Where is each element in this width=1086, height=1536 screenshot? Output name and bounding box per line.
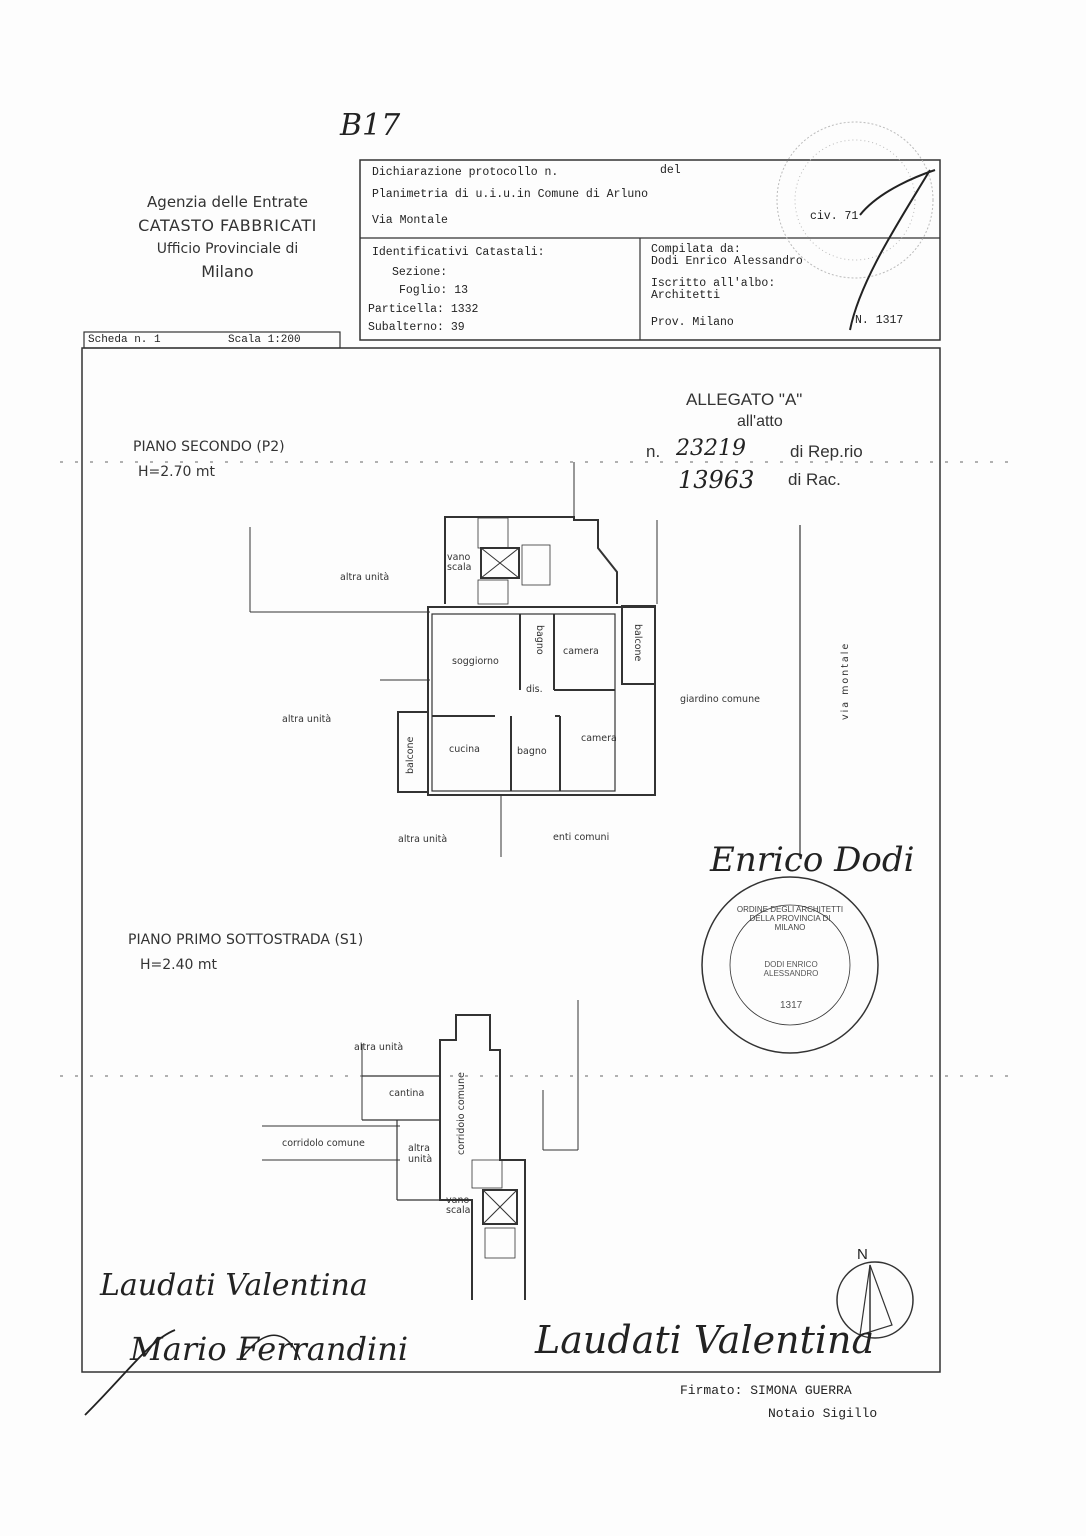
allegato-atto: all'atto [737,413,783,430]
signature-1: Laudati Valentina [100,1268,368,1303]
registered-value: Architetti [651,289,721,302]
footer-signed: Firmato: SIMONA GUERRA [680,1383,852,1398]
floor-p2-title: PIANO SECONDO (P2) [133,439,285,455]
label-disimpegno: dis. [526,684,543,695]
street: Via Montale [372,214,448,227]
label-camera: camera [563,646,599,657]
label-corridoio-comune: corridolo comune [282,1138,365,1149]
notary-stamp [776,121,934,279]
registration-number: N. 1317 [855,314,904,327]
label-altra-unita: altra unità [340,572,390,583]
label-altra-unita: altra unità [398,834,448,845]
rac-number: 13963 [678,466,755,494]
floor-s1-height: H=2.40 mt [140,957,218,973]
plan-description: Planimetria di u.i.u.in Comune di Arluno [372,188,649,201]
signature-3: Laudati Valentina [535,1318,875,1362]
rep-prefix: n. [646,442,661,461]
floor-s1-title: PIANO PRIMO SOTTOSTRADA (S1) [128,932,364,948]
label-altra-unita: altra unità [354,1042,404,1053]
rac-suffix: di Rac. [788,470,841,489]
foglio: Foglio: 13 [399,284,469,297]
agency-city: Milano [201,262,254,281]
main-frame [81,347,941,1373]
label-soggiorno: soggiorno [452,656,499,667]
label-via-montale: via montale [840,641,851,720]
sheet-number: Scheda n. 1 [88,334,161,346]
compiled-name: Dodi Enrico Alessandro [651,255,803,268]
agency-name: Agenzia delle Entrate [147,193,308,211]
label-corridoio-comune: corridoio comune [456,1072,467,1155]
ids-title: Identificativi Catastali: [372,246,545,259]
registered-label: Iscritto all'albo: [651,277,776,290]
label-bagno: bagno [534,625,545,655]
allegato-label: ALLEGATO "A" [686,390,803,409]
floor-plan-p2 [397,516,656,796]
architect-stamp [701,876,879,1054]
date-label: del [660,164,681,177]
declaration-label: Dichiarazione protocollo n. [372,166,559,179]
rep-suffix: di Rep.rio [790,442,863,461]
label-altra-unita: altra unità [408,1143,433,1165]
label-balcone: balcone [632,624,643,662]
label-balcone: balcone [405,736,416,774]
province: Prov. Milano [651,316,734,329]
particella: Particella: 1332 [368,303,479,316]
handwritten-ref: B17 [340,108,401,143]
architect-signature: Enrico Dodi [710,840,915,880]
label-camera: camera [581,733,617,744]
label-cucina: cucina [449,744,480,755]
agency-catasto: CATASTO FABBRICATI [138,216,317,235]
subalterno: Subalterno: 39 [368,321,465,334]
label-enti-comuni: enti comuni [553,832,610,843]
civic-number: civ. 71 [810,210,859,223]
north-label: N [857,1246,868,1263]
sheet-scale: Scala 1:200 [228,334,301,346]
label-giardino-comune: giardino comune [680,694,760,705]
floor-p2-height: H=2.70 mt [138,464,216,480]
stamp-number: 1317 [780,1000,803,1011]
floor-plan-s1 [439,1014,526,1300]
signature-2: Mario Ferrandini [130,1330,409,1368]
stamp-name: DODI ENRICO ALESSANDRO [763,960,819,978]
label-altra-unita: altra unità [282,714,332,725]
header-box [359,159,941,341]
agency-office: Ufficio Provinciale di [156,241,299,257]
stamp-ring-text: ORDINE DEGLI ARCHITETTI DELLA PROVINCIA … [736,905,844,932]
footer-notary: Notaio Sigillo [768,1406,878,1421]
compiled-label: Compilata da: [651,243,741,256]
label-cantina: cantina [389,1088,425,1099]
label-bagno: bagno [517,746,547,757]
label-vano-scala: vano scala [446,1195,471,1216]
sezione: Sezione: [392,266,448,279]
rep-number: 23219 [676,436,746,461]
north-arrow [836,1261,914,1339]
label-vano-scala: vano scala [447,552,472,573]
